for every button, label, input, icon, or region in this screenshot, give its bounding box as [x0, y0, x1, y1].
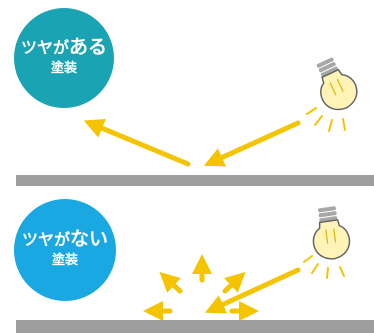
incident-light-arrow	[203, 120, 301, 167]
glossy-badge-label: ツヤがある 塗装	[16, 37, 112, 78]
glossy-title: ツヤがある	[20, 36, 108, 58]
light-bulb-icon	[316, 57, 358, 111]
light-rays-icon	[303, 255, 345, 279]
matte-badge-label: ツヤがない 塗装	[17, 229, 113, 270]
light-bulb-icon	[312, 206, 351, 260]
matte-surface	[16, 320, 374, 333]
incident-light-arrow	[204, 267, 301, 314]
diffuse-arrow-upper-left	[159, 271, 183, 294]
diffuse-arrow-upper-right	[222, 271, 246, 294]
glossy-subtitle: 塗装	[50, 61, 77, 76]
reflected-light-arrow	[83, 119, 191, 167]
matte-paint-badge	[14, 199, 116, 301]
matte-title: ツヤがない	[21, 228, 109, 250]
light-rays-icon	[306, 107, 346, 132]
glossy-paint-badge	[14, 8, 114, 108]
matte-subtitle: 塗装	[51, 253, 78, 268]
diffuse-reflection-arrows	[143, 254, 259, 321]
glossy-surface	[16, 175, 374, 186]
